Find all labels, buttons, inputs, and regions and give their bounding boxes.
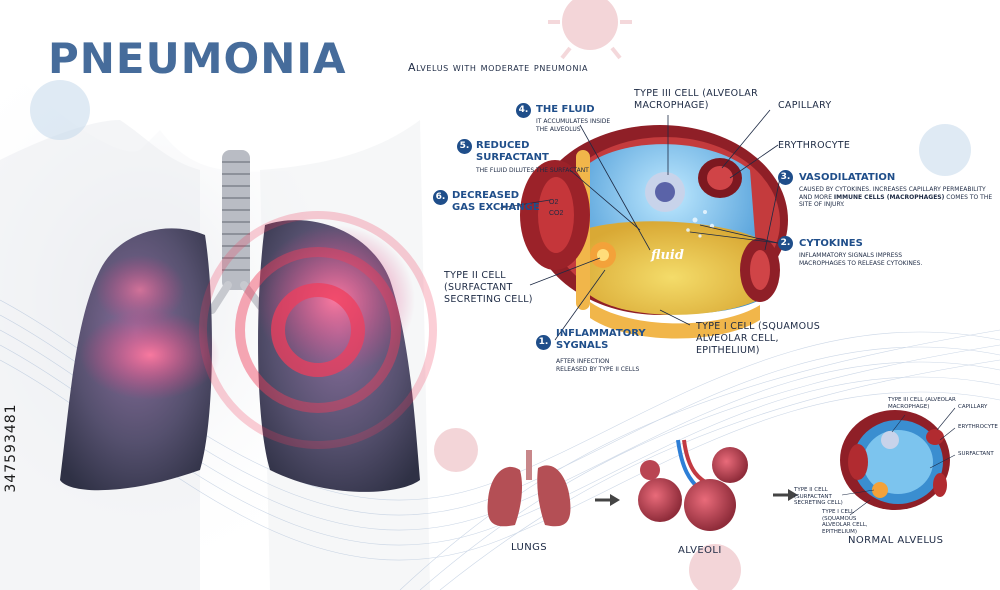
annotation-desc-inflammatory: AFTER INFECTION RELEASED BY TYPE II CELL… <box>556 358 640 373</box>
annotation-desc-cytokines: INFLAMMATORY SIGNALS IMPRESS MACROPHAGES… <box>799 252 923 267</box>
annotation-title-gas-exchange: DECREASED GAS EXCHANGE <box>452 190 540 213</box>
label-type-i-cell: TYPE I CELL (SQUAMOUS ALVEOLAR CELL, EPI… <box>696 321 821 356</box>
small-label-capillary: CAPILLARY <box>958 404 988 410</box>
label-type-iii-cell: TYPE III CELL (ALVEOLAR MACROPHAGE) <box>634 88 758 111</box>
small-label-surfactant: SURFACTANT <box>958 451 994 457</box>
annotation-title-vasodilatation: VASODILATATION <box>799 172 896 183</box>
annotation-title-inflammatory: INFLAMMATORY SYGNALS <box>556 328 646 351</box>
diagram-subtitle: Alvelus with moderate pneumonia <box>408 61 589 74</box>
small-label-type-i-cell: TYPE I CELL (SQUAMOUS ALVEOLAR CELL, EPI… <box>822 509 868 535</box>
annotation-badge-1: 1. <box>536 335 551 350</box>
small-label-type-ii-cell: TYPE II CELL (SURFACTANT SECRETING CELL) <box>794 487 843 506</box>
side-id-value: 347593481 <box>3 403 19 493</box>
caption-lungs: LUNGS <box>511 542 547 553</box>
co2-label: CO2 <box>549 210 564 217</box>
side-id-text: 347593481 <box>3 340 20 560</box>
caption-alveoli: ALVEOLI <box>678 545 722 556</box>
small-label-erythrocyte: ERYTHROCYTE <box>958 424 998 430</box>
annotation-badge-5: 5. <box>457 139 472 154</box>
label-erythrocyte: ERYTHROCYTE <box>778 140 851 151</box>
immune-cells-bold: IMMUNE CELLS (MACROPHAGES) <box>833 193 945 201</box>
label-type-ii-cell: TYPE II CELL (SURFACTANT SECRETING CELL) <box>444 270 533 305</box>
annotation-badge-3: 3. <box>778 170 793 185</box>
annotation-title-fluid: THE FLUID <box>536 104 595 115</box>
caption-normal-alveolus: NORMAL ALVELUS <box>848 535 944 546</box>
annotation-badge-2: 2. <box>778 236 793 251</box>
annotation-badge-4: 4. <box>516 103 531 118</box>
annotation-desc-surfactant: THE FLUID DILUTES THE SURFACTANT <box>476 167 589 174</box>
annotation-desc-fluid: IT ACCUMULATES INSIDE THE ALVEOLUS <box>536 118 611 133</box>
small-label-type-iii-cell: TYPE III CELL (ALVEOLAR MACROPHAGE) <box>888 397 956 410</box>
annotation-badge-6: 6. <box>433 190 448 205</box>
fluid-label: fluid <box>651 248 684 263</box>
label-capillary: CAPILLARY <box>778 100 832 111</box>
annotation-title-cytokines: CYTOKINES <box>799 238 863 249</box>
o2-label: O2 <box>549 199 559 206</box>
page-title: PNEUMONIA <box>48 34 347 83</box>
annotation-title-surfactant: REDUCED SURFACTANT <box>476 140 549 163</box>
annotation-desc-vasodilatation: CAUSED BY CYTOKINES. INCREASES CAPILLARY… <box>799 186 993 208</box>
